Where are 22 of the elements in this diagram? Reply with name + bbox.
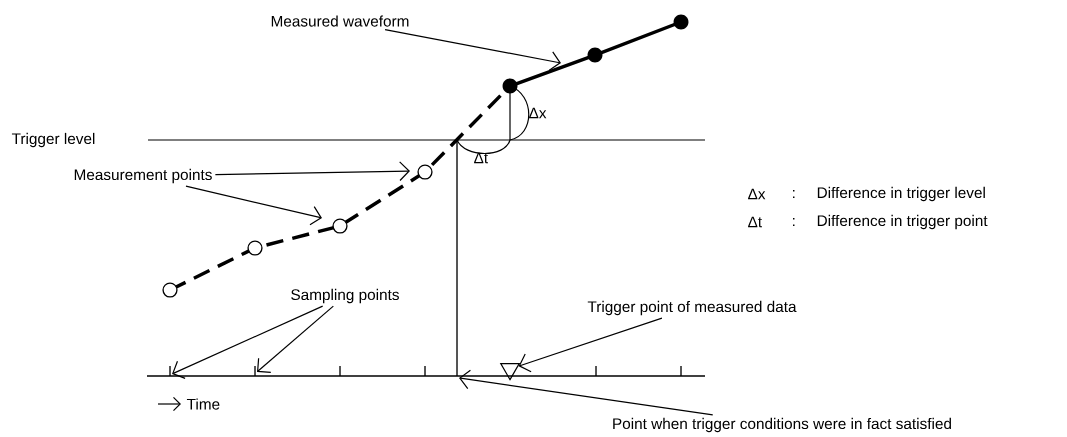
key-symbol: Δx — [748, 188, 766, 200]
key-symbol: Δt — [748, 216, 762, 228]
leader-line — [518, 317, 663, 373]
leader-line — [257, 305, 334, 373]
key-separator: : — [793, 189, 795, 199]
leader-line — [172, 305, 324, 379]
leader-line — [384, 28, 561, 71]
level-label: Trigger level — [11, 132, 95, 148]
leader-line — [214, 161, 410, 182]
callout-text: Trigger point of measured data — [587, 300, 797, 316]
key-text: Difference in trigger point — [817, 214, 988, 230]
leader-line — [459, 369, 714, 416]
callout-text: Point when trigger conditions were in fact satisfied — [613, 417, 951, 433]
callout-text: Sampling points — [291, 288, 399, 304]
key-text: Difference in trigger level — [817, 186, 985, 202]
key-separator: : — [793, 217, 795, 227]
callout-text: Measurement points — [74, 168, 212, 184]
callout-text: Measured waveform — [271, 15, 409, 27]
delta-label: Δx — [529, 107, 547, 119]
axis-label: Time — [186, 398, 220, 410]
delta-label: Δt — [474, 152, 488, 164]
leader-line — [185, 185, 322, 226]
